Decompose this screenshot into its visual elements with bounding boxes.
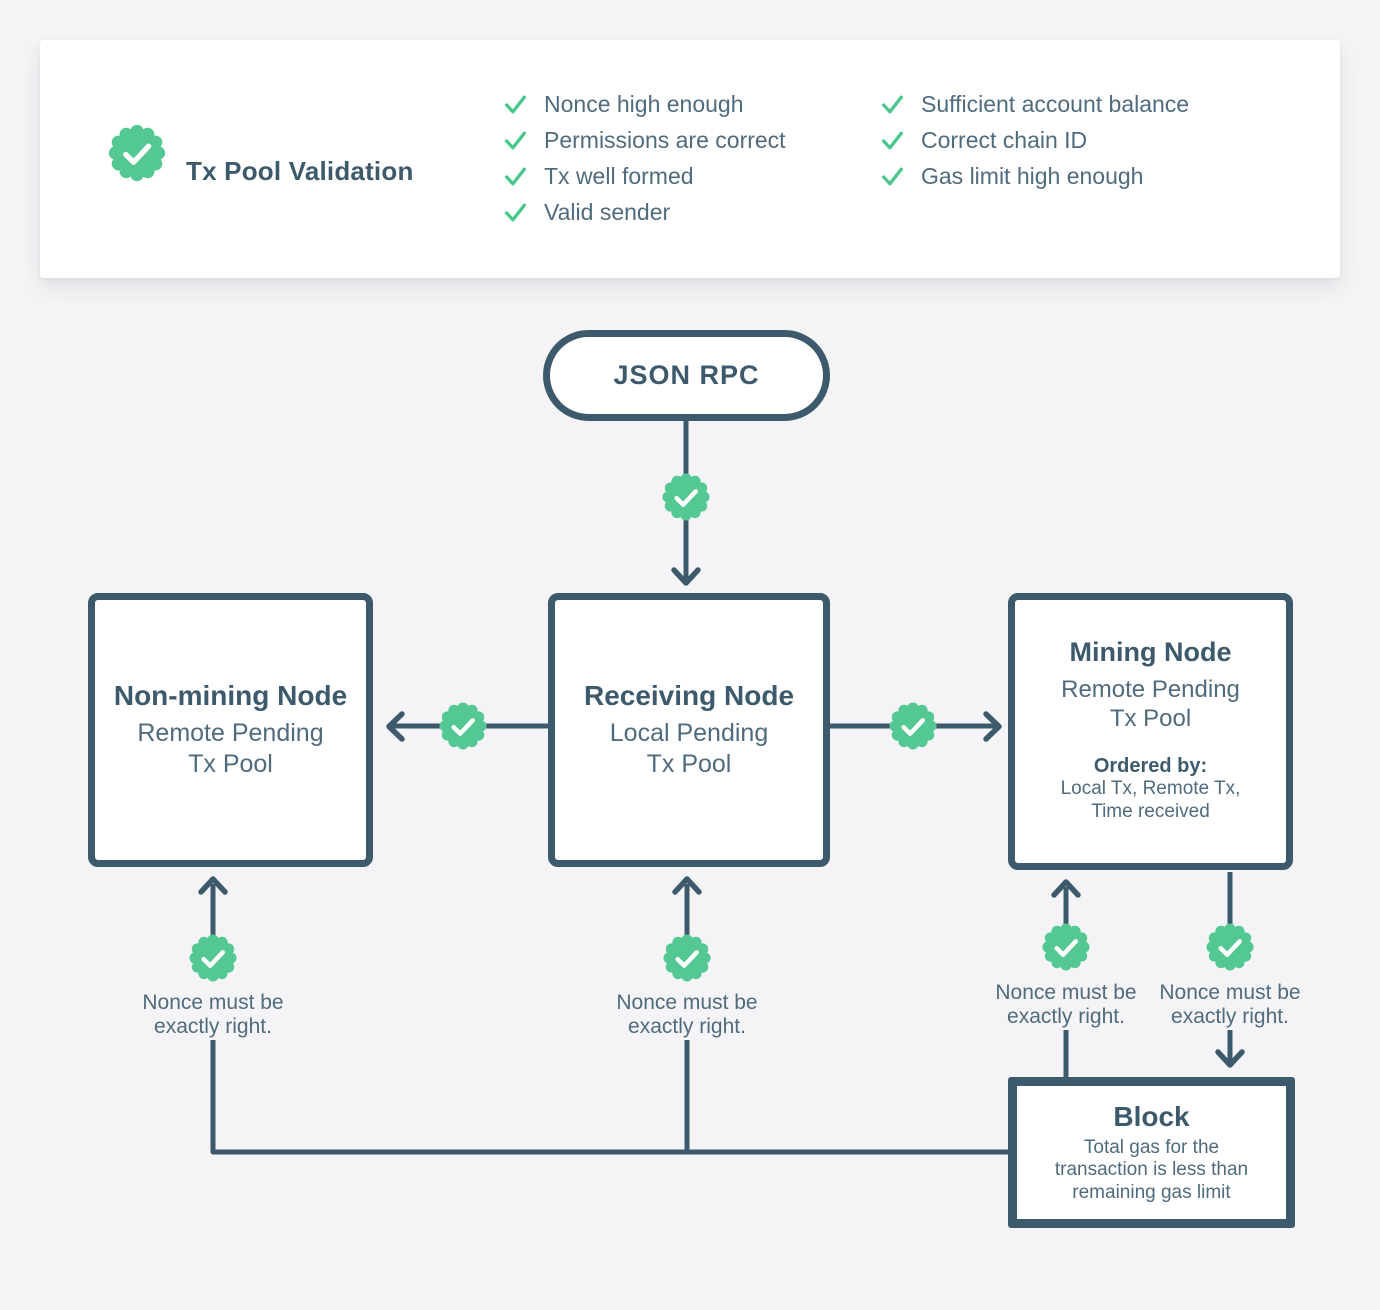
checklist-item-label: Permissions are correct: [544, 126, 786, 153]
checklist-item-label: Valid sender: [544, 198, 671, 225]
checklist-item-label: Gas limit high enough: [921, 162, 1144, 189]
checklist-item-label: Correct chain ID: [921, 126, 1088, 153]
nonce-note-line: exactly right.: [1007, 1004, 1125, 1028]
checklist-item: Correct chain ID: [880, 126, 1189, 153]
check-icon: [880, 92, 905, 117]
node-subtitle: Remote Pending Tx Pool: [1061, 675, 1240, 734]
checklist-item-label: Sufficient account balance: [921, 90, 1190, 117]
node-subtitle: Local Pending Tx Pool: [610, 718, 768, 779]
validation-card: Tx Pool Validation Nonce high enough Per…: [40, 40, 1340, 278]
arrowhead-left-icon: [386, 711, 405, 742]
block-body-line: transaction is less than: [1054, 1159, 1249, 1181]
arrowhead-down-icon: [1215, 1049, 1245, 1068]
nonce-note-line: Nonce must be: [616, 991, 758, 1014]
arrowhead-up-icon: [672, 876, 702, 895]
json-rpc-node: JSON RPC: [543, 330, 830, 421]
nonce-note-line: exactly right.: [1171, 1004, 1289, 1028]
node-subtitle-line: Local Pending: [609, 719, 769, 748]
receiving-node: Receiving Node Local Pending Tx Pool: [548, 593, 830, 867]
check-icon: [880, 128, 905, 153]
checklist-item: Permissions are correct: [503, 126, 786, 153]
node-subtitle-line: Tx Pool: [646, 749, 732, 778]
validation-checklist-column-2: Sufficient account balance Correct chain…: [880, 90, 1190, 189]
block-body-line: Total gas for the: [1083, 1136, 1220, 1158]
arrowhead-down-icon: [671, 567, 701, 586]
check-icon: [880, 164, 905, 189]
node-subtitle-line: Remote Pending: [1061, 675, 1240, 703]
block-body-line: remaining gas limit: [1072, 1181, 1231, 1203]
node-title: Receiving Node: [583, 679, 795, 711]
seal-check-icon: [1042, 923, 1089, 970]
nonce-note-line: exactly right.: [628, 1014, 746, 1038]
seal-check-icon: [663, 934, 710, 981]
ordered-by-line: Time received: [1091, 801, 1210, 823]
block-node: Block Total gas for the transaction is l…: [1008, 1077, 1295, 1228]
node-subtitle-line: Tx Pool: [188, 749, 273, 778]
ordered-by-line: Local Tx, Remote Tx,: [1060, 778, 1241, 800]
node-title: Non-mining Node: [113, 679, 348, 711]
nonce-note-line: exactly right.: [154, 1014, 272, 1038]
nonce-note-non-mining: Nonce must be exactly right.: [103, 991, 323, 1038]
checklist-item: Sufficient account balance: [880, 90, 1190, 117]
seal-check-icon: [889, 702, 936, 749]
node-subtitle-line: Tx Pool: [1109, 704, 1192, 732]
block-body: Total gas for the transaction is less th…: [1055, 1137, 1248, 1204]
seal-check-icon: [662, 473, 709, 520]
ordered-by-label: Ordered by:: [1093, 755, 1208, 778]
seal-check-icon: [189, 934, 236, 981]
arrowhead-right-icon: [983, 711, 1002, 742]
connector-bus-to-block: [210, 1040, 1010, 1155]
check-icon: [503, 200, 528, 225]
seal-check-icon: [1206, 923, 1253, 970]
validation-checklist-column-1: Nonce high enough Permissions are correc…: [503, 90, 786, 225]
checklist-item: Nonce high enough: [503, 90, 786, 117]
json-rpc-label: JSON RPC: [613, 360, 760, 390]
check-icon: [503, 128, 528, 153]
check-icon: [503, 164, 528, 189]
checklist-item-label: Nonce high enough: [544, 90, 744, 117]
nonce-note-mining-right: Nonce must be exactly right.: [1120, 981, 1340, 1028]
arrowhead-up-icon: [198, 876, 228, 895]
mining-ordered-by: Ordered by: Local Tx, Remote Tx, Time re…: [1061, 754, 1241, 824]
node-subtitle-line: Remote Pending: [137, 719, 324, 748]
node-title: Mining Node: [1069, 637, 1232, 667]
node-subtitle: Remote Pending Tx Pool: [137, 718, 323, 779]
nonce-note-line: Nonce must be: [142, 991, 284, 1014]
card-title: Tx Pool Validation: [186, 156, 414, 187]
nonce-note-mining-left: Nonce must be exactly right.: [956, 981, 1176, 1028]
nonce-note-receiving: Nonce must be exactly right.: [577, 991, 797, 1038]
checklist-item: Gas limit high enough: [880, 162, 1189, 189]
nonce-note-line: Nonce must be: [1159, 981, 1301, 1004]
seal-check-icon: [106, 122, 168, 184]
checklist-item-label: Tx well formed: [544, 162, 694, 189]
checklist-item: Tx well formed: [503, 162, 786, 189]
arrowhead-up-icon: [1051, 879, 1081, 898]
check-icon: [503, 92, 528, 117]
checklist-item: Valid sender: [503, 198, 786, 225]
seal-check-icon: [439, 702, 486, 749]
mining-node: Mining Node Remote Pending Tx Pool Order…: [1008, 593, 1293, 870]
node-title: Block: [1113, 1100, 1190, 1132]
nonce-note-line: Nonce must be: [995, 981, 1137, 1004]
non-mining-node: Non-mining Node Remote Pending Tx Pool: [88, 593, 373, 867]
